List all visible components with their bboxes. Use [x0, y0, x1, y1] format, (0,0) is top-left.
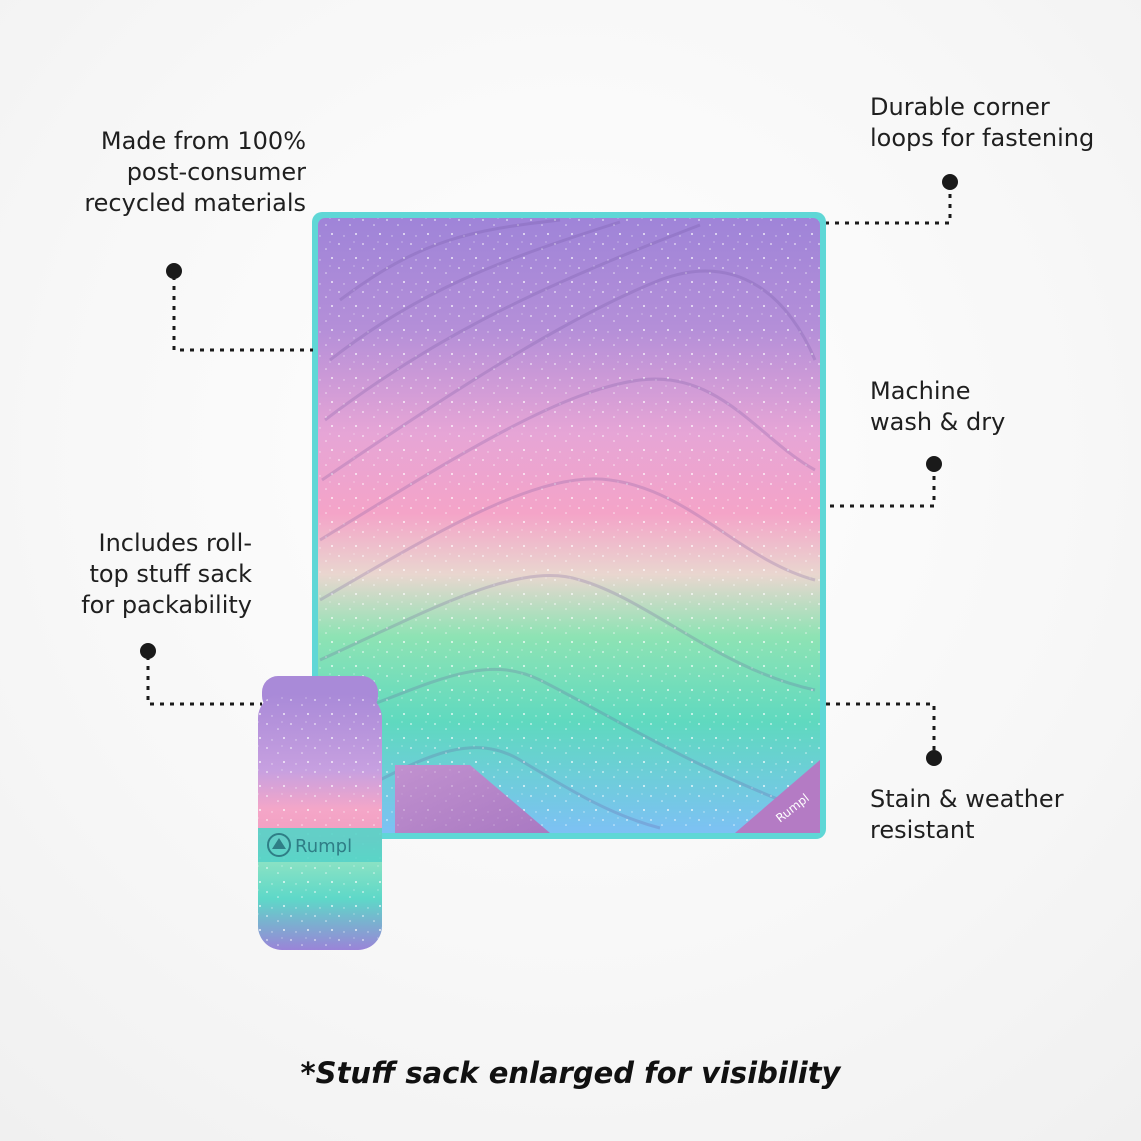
feature-line: loops for fastening: [870, 124, 1095, 152]
leader-lines: [146, 184, 952, 754]
feature-line: recycled materials: [84, 189, 306, 217]
leader-line-stain: [826, 702, 936, 754]
blanket-corner-patch: [735, 760, 820, 833]
stuff-sack: Rumpl: [258, 676, 382, 950]
blanket-quilting: [319, 218, 817, 830]
feature-line: Machine: [870, 377, 971, 405]
feature-stain-resistant: Stain & weather resistant: [870, 784, 1064, 846]
blanket: [312, 212, 826, 839]
feature-line: Durable corner: [870, 93, 1050, 121]
feature-line: wash & dry: [870, 408, 1006, 436]
feature-line: top stuff sack: [89, 560, 252, 588]
feature-line: post-consumer: [126, 158, 306, 186]
bullet-dot-stain: [926, 750, 942, 766]
leader-line-wash: [826, 466, 936, 508]
stuff-sack-logo: Rumpl: [295, 836, 352, 857]
feature-corner-loops: Durable corner loops for fastening: [870, 92, 1094, 154]
feature-line: for packability: [81, 591, 252, 619]
stuff-sack-speckle: [258, 694, 382, 950]
blanket-speckle: [318, 218, 820, 833]
leader-line-sack: [146, 656, 262, 706]
blanket-folded-corner-speckle: [395, 765, 550, 833]
leader-dots: [140, 174, 958, 766]
bullet-dot-loops: [942, 174, 958, 190]
feature-stuff-sack: Includes roll- top stuff sack for packab…: [52, 528, 252, 621]
feature-recycled-materials: Made from 100% post-consumer recycled ma…: [50, 126, 306, 219]
feature-machine-wash: Machine wash & dry: [870, 376, 1005, 438]
rumpl-logo-icon: [267, 833, 291, 857]
feature-line: Stain & weather: [870, 785, 1064, 813]
feature-line: Made from 100%: [100, 127, 306, 155]
bullet-dot-recycled: [166, 263, 182, 279]
feature-line: resistant: [870, 816, 975, 844]
feature-line: Includes roll-: [98, 529, 252, 557]
leader-line-recycled: [172, 276, 313, 352]
footnote: *Stuff sack enlarged for visibility: [300, 1056, 841, 1090]
leader-line-loops: [826, 184, 952, 225]
bullet-dot-wash: [926, 456, 942, 472]
mountain-icon: [272, 838, 286, 849]
bullet-dot-sack: [140, 643, 156, 659]
